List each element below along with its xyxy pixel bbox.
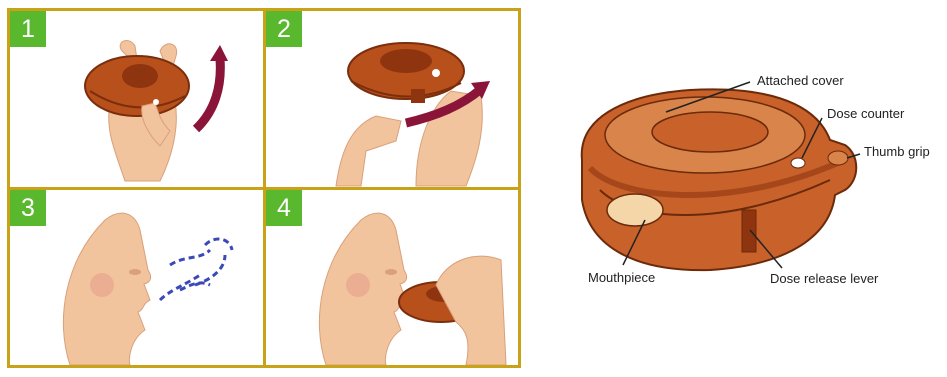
step-3-badge: 3: [10, 190, 46, 226]
step-1-open-cover-illustration: [10, 11, 263, 187]
instruction-steps-grid: 1 2 3: [7, 8, 521, 368]
thumb-grip-label: Thumb grip: [864, 144, 930, 159]
step-2-panel: 2: [266, 11, 518, 187]
step-1-badge: 1: [10, 11, 46, 47]
attached-cover-label: Attached cover: [757, 73, 844, 88]
step-2-badge: 2: [266, 11, 302, 47]
dose-release-lever-label: Dose release lever: [770, 271, 878, 286]
step-3-breathe-out-illustration: [10, 190, 263, 365]
step-4-inhale-illustration: [266, 190, 518, 365]
mouthpiece-label: Mouthpiece: [588, 270, 655, 285]
breath-cloud: [160, 239, 232, 300]
step-4-badge: 4: [266, 190, 302, 226]
step-4-panel: 4: [266, 190, 518, 365]
step-2-slide-lever-illustration: [266, 11, 518, 187]
inhaler-parts-diagram: Attached cover Dose counter Thumb grip M…: [560, 50, 947, 320]
dose-counter-label: Dose counter: [827, 106, 904, 121]
step-3-panel: 3: [10, 190, 263, 365]
step-1-panel: 1: [10, 11, 263, 187]
